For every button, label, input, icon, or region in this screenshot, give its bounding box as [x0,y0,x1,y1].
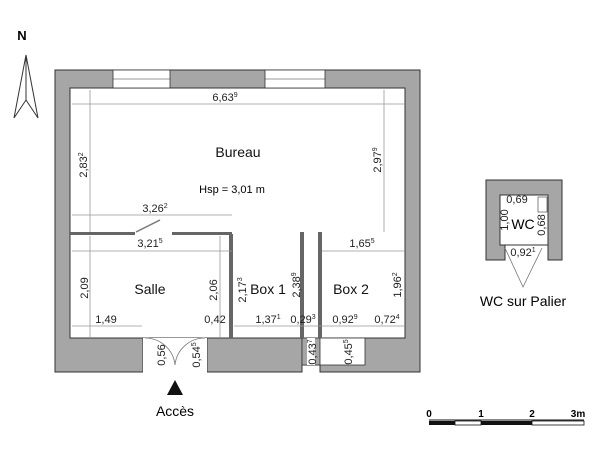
scale-tick-2: 2 [529,409,535,420]
dim-wc-right: 0,68 [536,214,548,235]
dim-box1-right-h: 2,389 [291,272,303,297]
dim-door-left: 0,56 [156,344,168,365]
dim-salle-right-w: 0,42 [204,314,225,326]
dim-bureau-width: 6,639 [212,92,237,104]
north-arrow: N [13,28,39,119]
dim-niche2-depth: 0,455 [343,339,355,364]
room-label-box1: Box 1 [250,281,286,297]
north-label: N [17,28,26,43]
dim-box1-left-h: 2,173 [237,277,249,302]
dim-box2-w: 0,929 [332,314,357,326]
dim-partition: 3,262 [142,203,167,215]
room-label-wc: WC [511,216,534,232]
dim-salle-left-h: 2,09 [79,277,91,298]
dimension-lines [72,90,404,338]
dim-box2-right-h: 1,962 [392,272,404,297]
entrance-label: Accès [156,403,194,419]
room-label-box2: Box 2 [333,281,369,297]
dim-salle-right-h: 2,06 [208,279,220,300]
wc-plan: 0,69 WC 1,00 0,68 0,921 WC sur Palier [480,179,567,309]
scale-bar: 0 1 2 3m [426,409,586,426]
dim-salle-left-w: 1,49 [95,314,116,326]
dim-wc-left: 1,00 [499,209,511,230]
walls [54,69,421,374]
dim-salle-width: 3,215 [137,238,162,250]
dim-box1-w: 1,371 [255,314,280,326]
entrance-arrow-icon [167,380,183,395]
dim-door-right: 0,545 [191,342,203,367]
ceiling-height: Hsp = 3,01 m [199,184,265,196]
dim-box2-width: 1,655 [349,238,374,250]
room-label-bureau: Bureau [215,144,260,160]
scale-tick-0: 0 [426,409,432,420]
dim-bureau-right-h: 2,979 [372,147,384,172]
room-label-salle: Salle [134,281,165,297]
dim-wc-top: 0,69 [506,194,527,206]
dim-bureau-left-h: 2,832 [78,152,90,177]
dim-niche1-depth: 0,437 [307,339,319,364]
scale-tick-1: 1 [478,409,484,420]
wc-caption: WC sur Palier [480,293,567,309]
dim-box2-right-w: 0,724 [374,314,399,326]
dim-wc-bottom: 0,921 [510,247,535,259]
dim-box1-niche-w: 0,293 [290,314,315,326]
scale-tick-3: 3m [571,409,586,420]
